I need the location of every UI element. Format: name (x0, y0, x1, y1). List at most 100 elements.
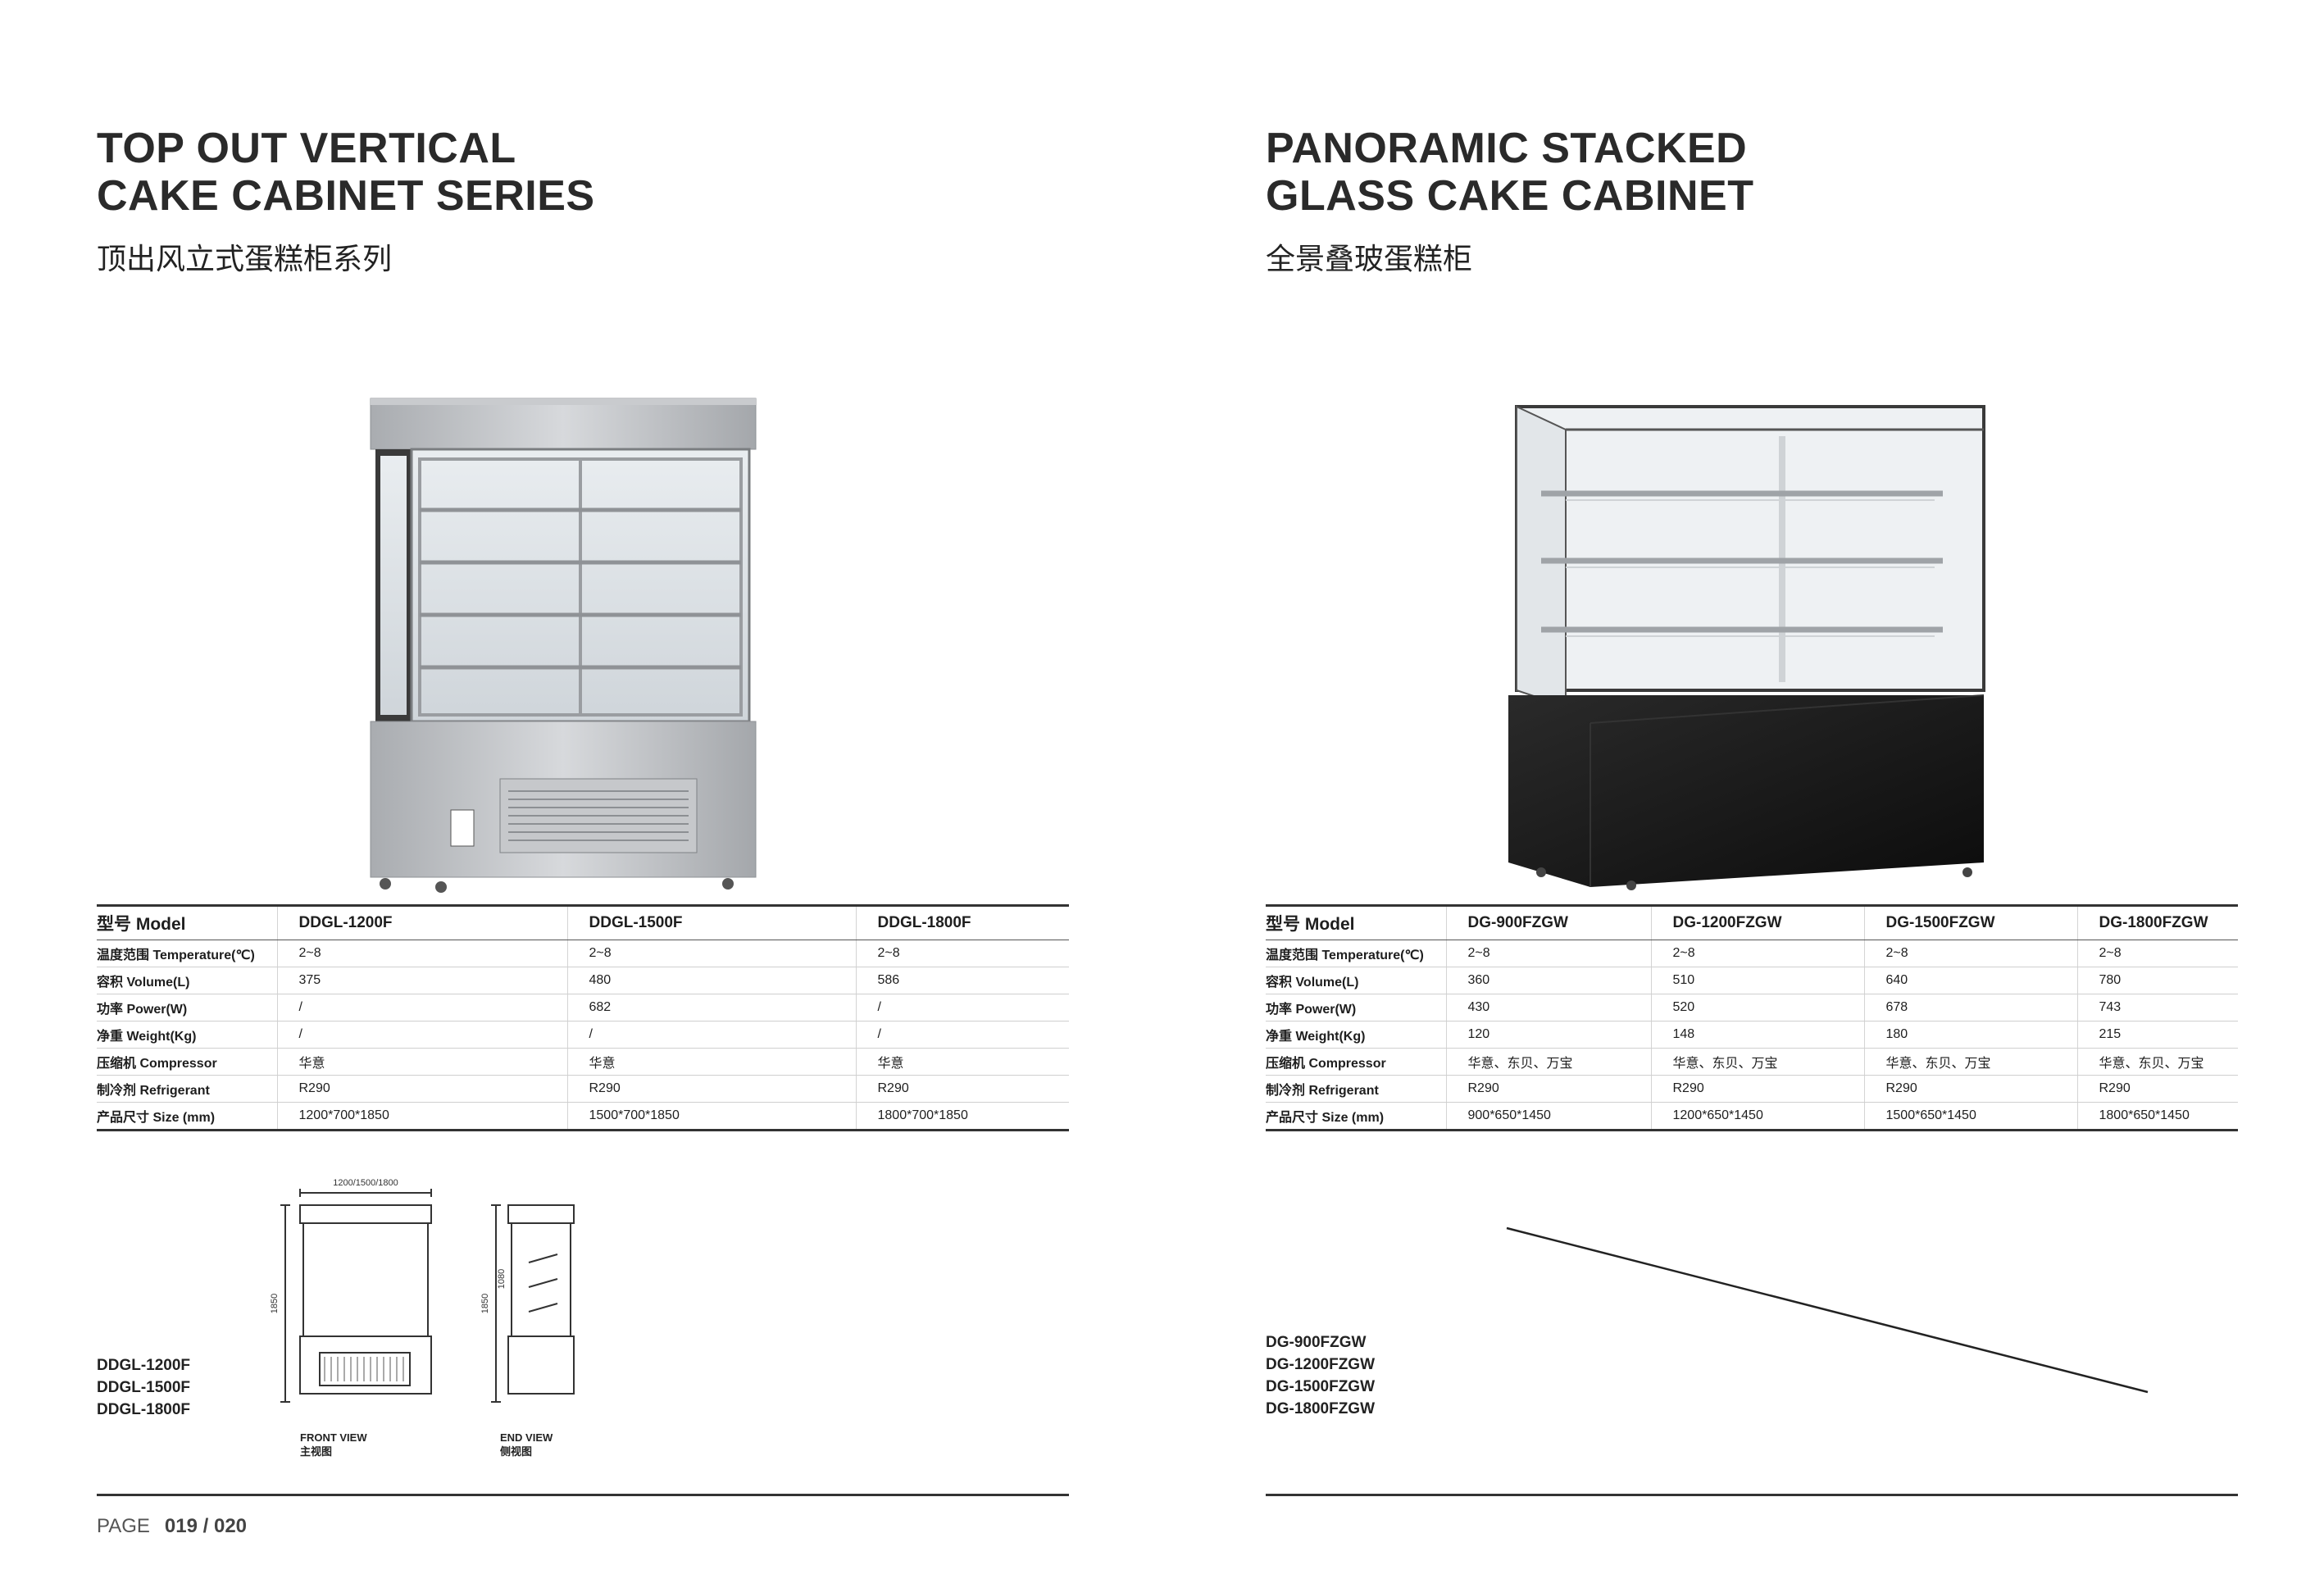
cell: 华意、东贝、万宝 (1863, 1048, 2077, 1076)
table-row: 压缩机 Compressor 华意、东贝、万宝 华意、东贝、万宝 华意、东贝、万… (1266, 1048, 2238, 1076)
table-row: 功率 Power(W) 430 520 678 743 (1266, 994, 2238, 1022)
table-row: 温度范围 Temperature(℃) 2~8 2~8 2~8 (97, 940, 1069, 967)
width-dimension: 1200/1500/1800 (333, 1178, 398, 1188)
left-spec-table: 型号 Model DDGL-1200F DDGL-1500F DDGL-1800… (97, 904, 1069, 1131)
cell: 2~8 (1863, 940, 2077, 967)
table-header-row: 型号 Model DG-900FZGW DG-1200FZGW DG-1500F… (1266, 904, 2238, 940)
row-label: 容积 Volume(L) (1266, 967, 1446, 994)
end-view-cn: 侧视图 (500, 1445, 533, 1458)
cell: R290 (566, 1075, 856, 1103)
right-model-list: DG-900FZGW DG-1200FZGW DG-1500FZGW DG-18… (1266, 1331, 1375, 1420)
row-label: 容积 Volume(L) (97, 967, 277, 994)
cell: 360 (1445, 967, 1651, 994)
model-name: DDGL-1800F (97, 1401, 191, 1418)
front-view-cn: 主视图 (300, 1445, 333, 1458)
cell: 2~8 (2076, 940, 2238, 967)
left-title-line2: CAKE CABINET SERIES (97, 172, 595, 220)
header-cell: DG-900FZGW (1445, 904, 1651, 940)
cell: 520 (1650, 994, 1864, 1022)
cell: 2~8 (855, 940, 1069, 967)
cell: / (855, 1021, 1069, 1049)
row-label: 净重 Weight(Kg) (1266, 1021, 1446, 1049)
right-title: PANORAMIC STACKED GLASS CAKE CABINET (1266, 125, 1753, 220)
left-product-image (370, 398, 757, 893)
model-name: DDGL-1200F (97, 1357, 191, 1374)
header-cell: DDGL-1800F (855, 904, 1069, 940)
table-row: 产品尺寸 Size (mm) 1200*700*1850 1500*700*18… (97, 1102, 1069, 1131)
header-cell: DG-1800FZGW (2076, 904, 2238, 940)
header-cell: 型号 Model (1266, 904, 1446, 940)
front-view-en: FRONT VIEW (300, 1431, 367, 1444)
cell: 640 (1863, 967, 2077, 994)
left-subtitle: 顶出风立式蛋糕柜系列 (97, 243, 393, 276)
header-cell: DDGL-1500F (566, 904, 856, 940)
cell: 215 (2076, 1021, 2238, 1049)
model-name: DG-1500FZGW (1266, 1378, 1376, 1395)
row-label: 温度范围 Temperature(℃) (1266, 940, 1446, 967)
model-name: DG-900FZGW (1266, 1334, 1367, 1351)
right-spec-table: 型号 Model DG-900FZGW DG-1200FZGW DG-1500F… (1266, 904, 2238, 1131)
cell: 华意、东贝、万宝 (2076, 1048, 2238, 1076)
table-header-row: 型号 Model DDGL-1200F DDGL-1500F DDGL-1800… (97, 904, 1069, 940)
right-product-image (1508, 405, 1985, 890)
header-cell: DG-1500FZGW (1863, 904, 2077, 940)
height-dimension-front: 1850 (270, 1294, 280, 1313)
table-row: 压缩机 Compressor 华意 华意 华意 (97, 1048, 1069, 1076)
table-row: 温度范围 Temperature(℃) 2~8 2~8 2~8 2~8 (1266, 940, 2238, 967)
cell: 1500*650*1450 (1863, 1102, 2077, 1131)
cell: R290 (1445, 1075, 1651, 1103)
cell: 2~8 (1650, 940, 1864, 967)
cell: R290 (1650, 1075, 1864, 1103)
row-label: 制冷剂 Refrigerant (1266, 1075, 1446, 1103)
cell: / (566, 1021, 856, 1049)
page-numbers: 019 / 020 (164, 1515, 248, 1537)
cell: 华意 (276, 1048, 567, 1076)
left-footer-rule (97, 1494, 1069, 1496)
row-label: 压缩机 Compressor (97, 1048, 277, 1076)
right-subtitle: 全景叠玻蛋糕柜 (1266, 243, 1473, 276)
table-row: 产品尺寸 Size (mm) 900*650*1450 1200*650*145… (1266, 1102, 2238, 1131)
cell: 148 (1650, 1021, 1864, 1049)
cell: 1800*650*1450 (2076, 1102, 2238, 1131)
cell: 华意 (855, 1048, 1069, 1076)
right-footer-rule (1266, 1494, 2238, 1496)
cell: 2~8 (1445, 940, 1651, 967)
end-view-label: END VIEW 侧视图 (500, 1431, 553, 1458)
row-label: 净重 Weight(Kg) (97, 1021, 277, 1049)
cell: 900*650*1450 (1445, 1102, 1651, 1131)
cell: / (276, 994, 567, 1022)
cell: 1800*700*1850 (855, 1102, 1069, 1131)
cell: 2~8 (276, 940, 567, 967)
technical-drawing: 1200/1500/1800 1850 1850 1080 (270, 1178, 575, 1403)
row-label: 压缩机 Compressor (1266, 1048, 1446, 1076)
cell: 华意、东贝、万宝 (1650, 1048, 1864, 1076)
row-label: 功率 Power(W) (97, 994, 277, 1022)
row-label: 产品尺寸 Size (mm) (1266, 1102, 1446, 1131)
cell: R290 (276, 1075, 567, 1103)
height-dimension-side: 1850 (480, 1294, 490, 1313)
cell: 180 (1863, 1021, 2077, 1049)
cell: 682 (566, 994, 856, 1022)
cell: R290 (1863, 1075, 2077, 1103)
row-label: 产品尺寸 Size (mm) (97, 1102, 277, 1131)
row-label: 温度范围 Temperature(℃) (97, 940, 277, 967)
header-cell: 型号 Model (97, 904, 277, 940)
cell: 1200*700*1850 (276, 1102, 567, 1131)
cell: 1500*700*1850 (566, 1102, 856, 1131)
cell: 480 (566, 967, 856, 994)
end-view-en: END VIEW (500, 1431, 553, 1444)
diagonal-line (1506, 1226, 2149, 1394)
header-cell: DG-1200FZGW (1650, 904, 1864, 940)
cell: / (855, 994, 1069, 1022)
cell: R290 (2076, 1075, 2238, 1103)
right-title-line1: PANORAMIC STACKED (1266, 125, 1748, 172)
cell: 586 (855, 967, 1069, 994)
cell: 743 (2076, 994, 2238, 1022)
left-title: TOP OUT VERTICAL CAKE CABINET SERIES (97, 125, 595, 220)
table-row: 制冷剂 Refrigerant R290 R290 R290 (97, 1075, 1069, 1103)
header-cell: DDGL-1200F (276, 904, 567, 940)
cell: 1200*650*1450 (1650, 1102, 1864, 1131)
table-row: 净重 Weight(Kg) 120 148 180 215 (1266, 1021, 2238, 1049)
table-row: 功率 Power(W) / 682 / (97, 994, 1069, 1022)
